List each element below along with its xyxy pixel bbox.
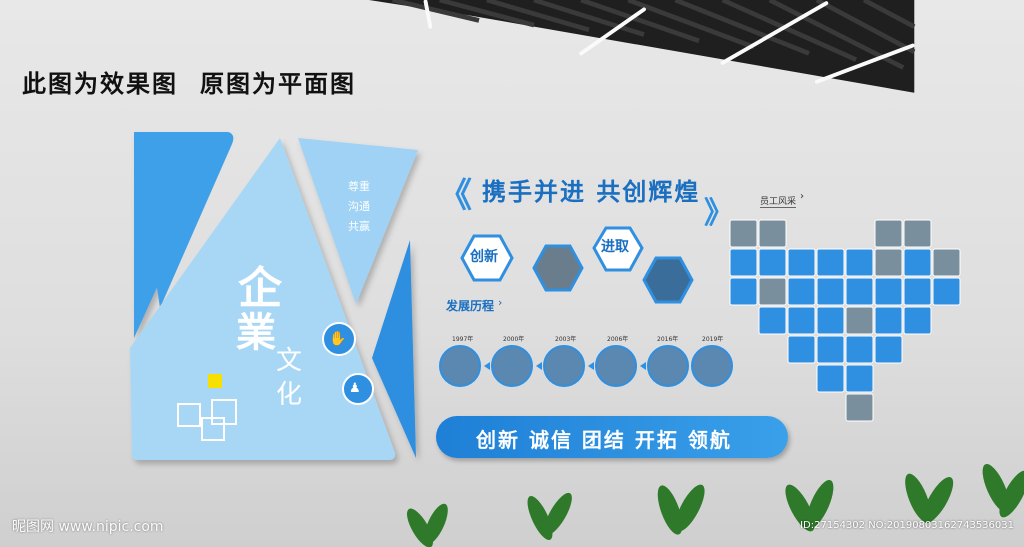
staff-color-tile [816,277,845,306]
history-arrow-icon: › [498,296,503,309]
staff-photo-tile [903,219,932,248]
staff-color-tile [758,306,787,335]
year-2000: 2000年 [503,336,525,343]
staff-color-tile [816,335,845,364]
slogan-title: 携手并进 共创辉煌 [482,178,701,206]
hex-label-innovation: 创新 [470,249,498,265]
staff-color-tile [787,306,816,335]
staff-color-tile [903,306,932,335]
hex-label-progress: 进取 [601,239,629,255]
ceiling [369,0,916,93]
year-2003: 2003年 [555,336,577,343]
culture-panel-shapes [130,132,418,460]
staff-photo-tile [758,277,787,306]
caption-left: 此图为效果图 [22,70,178,98]
staff-photo-tile [729,219,758,248]
staff-color-tile [903,248,932,277]
staff-photo-tile [874,219,903,248]
timeline-circles [439,345,733,387]
culture-value-2: 沟通 [348,200,370,213]
staff-color-tile [845,364,874,393]
watermark-id: ID:27154302 NO:20190803162743536031 [800,520,1014,531]
staff-photo-tile [845,393,874,422]
staff-color-tile [816,248,845,277]
staff-color-tile [787,277,816,306]
year-2006: 2006年 [607,336,629,343]
staff-color-tile [816,364,845,393]
culture-big-char-1: 企 [238,263,282,314]
staff-color-tile [903,277,932,306]
staff-color-tile [874,277,903,306]
culture-small-char-2: 化 [276,380,303,410]
watermark-site: 昵图网 www.nipic.com [12,519,164,535]
culture-big-char-2: 業 [236,309,276,356]
staff-color-tile [729,277,758,306]
history-label: 发展历程 [446,299,495,313]
staff-color-tile [816,306,845,335]
values-banner-text: 创新 诚信 团结 开拓 领航 [476,428,732,452]
staff-color-tile [758,248,787,277]
staff-label: 员工风采 [760,194,797,208]
staff-photo-tile [874,248,903,277]
staff-color-tile [845,248,874,277]
team-icon: ♟ [349,381,361,396]
caption-right: 原图为平面图 [200,70,356,98]
handshake-icon: ✋ [329,331,347,347]
staff-color-tile [845,277,874,306]
staff-photo-heart [729,219,961,422]
year-2019: 2019年 [702,336,724,343]
plants [407,463,1024,547]
culture-value-3: 共赢 [348,220,370,233]
staff-color-tile [845,335,874,364]
staff-photo-tile [932,248,961,277]
image-caption: 此图为效果图原图为平面图 [22,64,356,99]
culture-small-char-1: 文 [276,346,303,376]
hexagon-group [460,226,694,304]
staff-arrow-icon: › [800,191,804,202]
slogan-left-chevron-icon: 《 [438,176,472,216]
staff-color-tile [874,306,903,335]
staff-color-tile [729,248,758,277]
culture-value-1: 尊重 [348,180,370,193]
staff-color-tile [787,335,816,364]
staff-photo-tile [845,306,874,335]
staff-color-tile [874,335,903,364]
staff-photo-tile [758,219,787,248]
values-banner [436,416,788,458]
staff-color-tile [787,248,816,277]
year-2016: 2016年 [657,336,679,343]
slogan-right-chevron-icon: 》 [704,196,734,231]
year-1997: 1997年 [452,336,474,343]
staff-color-tile [932,277,961,306]
